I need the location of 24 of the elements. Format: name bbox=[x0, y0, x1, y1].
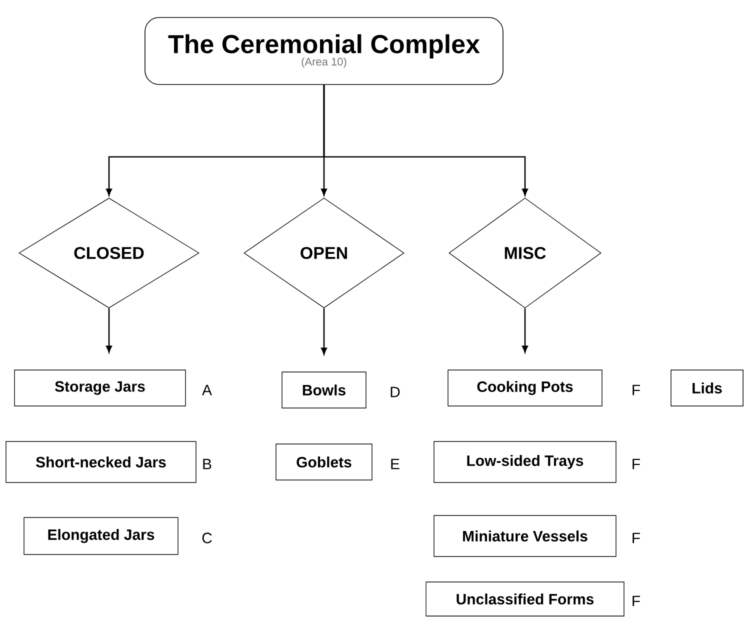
side-letter: F bbox=[632, 532, 640, 544]
category-box: Goblets bbox=[276, 444, 372, 480]
side-letter: E bbox=[391, 458, 400, 470]
arrow bbox=[522, 308, 528, 353]
arrow bbox=[106, 308, 112, 353]
title-box: The Ceremonial Complex (Area 10) bbox=[144, 17, 504, 85]
arrow bbox=[321, 308, 327, 355]
category-box: Low-sided Trays bbox=[434, 441, 616, 483]
side-letter: A bbox=[202, 384, 212, 396]
category-box: Short-necked Jars bbox=[6, 441, 196, 483]
category-box: Unclassified Forms bbox=[426, 582, 624, 616]
side-letter: B bbox=[203, 458, 212, 470]
side-letter: F bbox=[632, 384, 640, 396]
category-box: Elongated Jars bbox=[24, 517, 178, 555]
category-box: Lids bbox=[670, 370, 744, 406]
category-box: Storage Jars bbox=[14, 370, 186, 406]
side-letter: F bbox=[632, 596, 640, 606]
category-box: Bowls bbox=[282, 372, 366, 408]
category-box: Cooking Pots bbox=[448, 370, 602, 406]
side-letter: C bbox=[202, 532, 212, 544]
side-letter: F bbox=[632, 458, 640, 470]
side-letter: D bbox=[390, 386, 400, 398]
category-box: Miniature Vessels bbox=[434, 515, 616, 557]
arrow bbox=[323, 84, 528, 196]
